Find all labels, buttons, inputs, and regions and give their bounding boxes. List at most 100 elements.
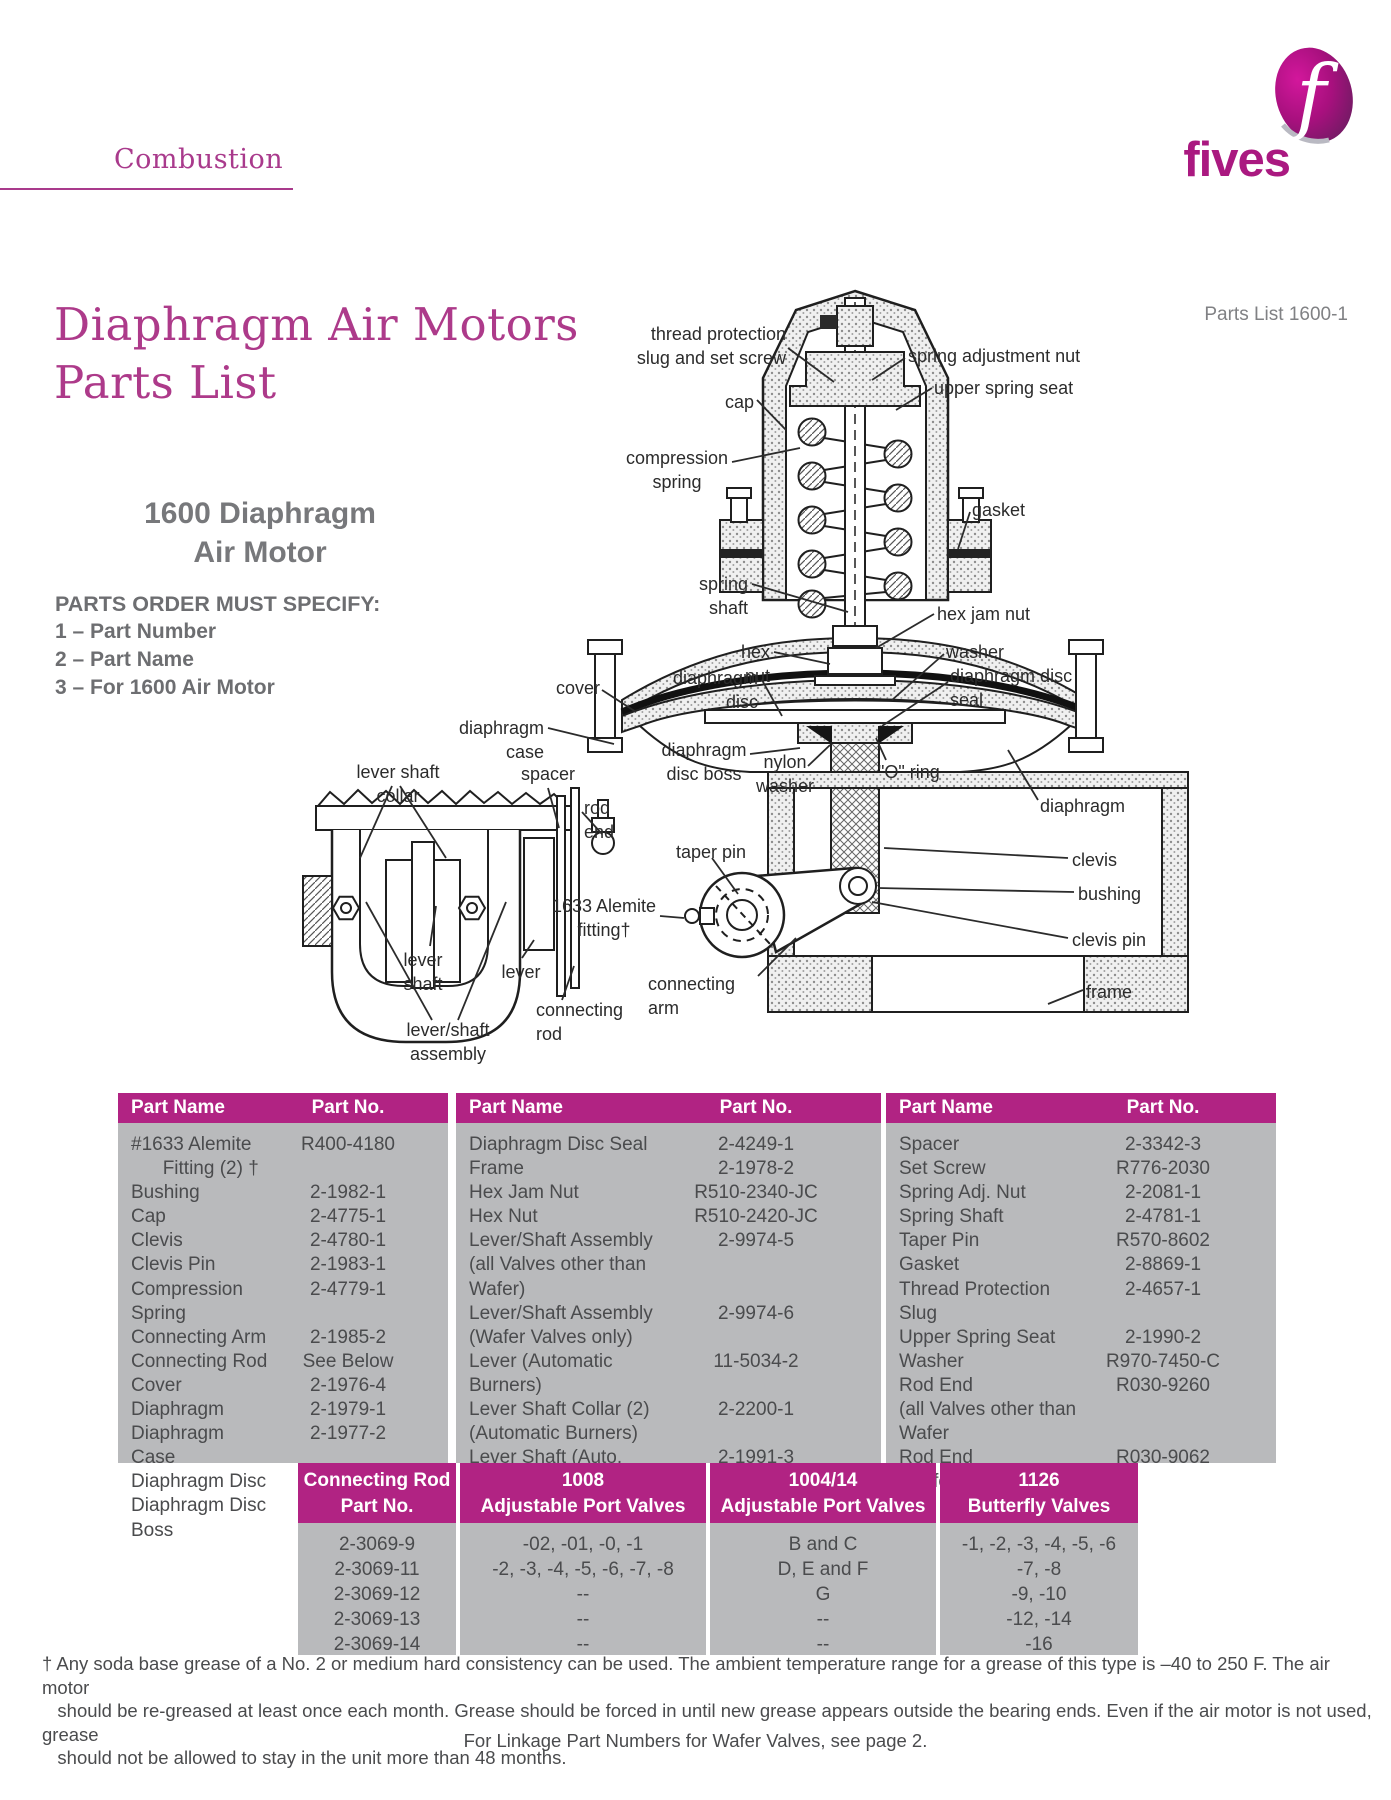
- diagram-label: thread protection slug and set screw: [636, 324, 786, 368]
- rod-table-header: 1004/14 Adjustable Port Valves: [710, 1463, 936, 1523]
- leader-line: [561, 965, 575, 1001]
- part-no-cell: 11-5034-2: [713, 1350, 799, 1372]
- table-row: Lever (Automatic Burners)11-5034-2: [456, 1350, 881, 1398]
- part-no-cell: 2-1982-1: [309, 1182, 387, 1204]
- col-part-no: Part No.: [311, 1097, 385, 1118]
- leader-line: [429, 905, 437, 947]
- table-row: Spring Shaft 2-4781-1: [886, 1205, 1276, 1229]
- part-name-cell: Set Screw: [899, 1158, 986, 1180]
- part-name-cell: Cap: [131, 1206, 166, 1228]
- part-no-cell: 2-4781-1: [1124, 1206, 1202, 1228]
- diagram-label: spacer: [520, 764, 576, 784]
- part-name-cell: Spring Shaft: [899, 1206, 1004, 1228]
- diagram-label: frame: [1086, 982, 1133, 1002]
- diagram-label: clevis: [1072, 850, 1118, 870]
- part-no-cell: 2-1978-2: [717, 1158, 795, 1180]
- rod-table-cells: 2-3069-9 2-3069-11 2-3069-12 2-3069-13 2…: [298, 1523, 456, 1655]
- part-no-cell: 2-2081-1: [1124, 1182, 1202, 1204]
- diagram-label: diaphragm case: [458, 718, 544, 762]
- diagram-label: bushing: [1078, 884, 1142, 904]
- part-no-cell: R400-4180: [300, 1134, 396, 1155]
- part-name-cell: Thread Protection Slug: [899, 1278, 1056, 1324]
- leader-line: [547, 727, 615, 745]
- leader-line: [756, 399, 787, 431]
- part-name-cell: (all Valves other than Wafer: [899, 1399, 1082, 1445]
- leader-line: [751, 583, 849, 613]
- diagram-label: lever/shaft assembly: [406, 1020, 490, 1064]
- diagram-label: hex jam nut: [937, 604, 1031, 624]
- part-name-cell: Diaphragm Disc Seal: [469, 1134, 648, 1155]
- leader-line: [957, 511, 971, 550]
- parts-list-reference: Parts List 1600-1: [1204, 304, 1348, 325]
- part-name-cell: Washer: [899, 1350, 964, 1372]
- part-name-cell: Fitting (2) †: [131, 1158, 259, 1180]
- leader-line: [871, 901, 1069, 939]
- part-name-cell: Bushing: [131, 1182, 200, 1204]
- diagram-label: diaphragm: [1040, 796, 1126, 816]
- part-no-cell: [671, 1422, 841, 1446]
- part-no-cell: 2-4657-1: [1124, 1278, 1202, 1300]
- diagram-label: taper pin: [676, 842, 747, 862]
- part-no-cell: 2-9974-5: [717, 1230, 795, 1252]
- diagram-label: diaphragm disc seal: [950, 666, 1073, 710]
- order-spec-item-1: 1 – Part Number: [55, 620, 217, 643]
- rod-table-header: 1126 Butterfly Valves: [940, 1463, 1138, 1523]
- diagram-label: nylon washer: [755, 752, 815, 796]
- leader-line: [1047, 989, 1084, 1005]
- part-no-cell: 2-4775-1: [309, 1206, 387, 1228]
- leader-line: [521, 939, 535, 959]
- leader-line: [581, 811, 603, 835]
- part-no-cell: 2-2200-1: [717, 1399, 795, 1421]
- part-no-cell: R510-2340-JC: [694, 1182, 818, 1204]
- rod-table-column-4: 1126 Butterfly Valves-1, -2, -3, -4, -5,…: [940, 1463, 1138, 1655]
- part-name-cell: Diaphragm Case: [131, 1423, 230, 1469]
- part-no-cell: 2-8869-1: [1124, 1254, 1202, 1276]
- part-name-cell: Clevis Pin: [131, 1254, 216, 1276]
- diagram-label: connecting rod: [536, 1000, 624, 1044]
- part-no-cell: R776-2030: [1115, 1158, 1211, 1180]
- leader-line: [1007, 749, 1039, 801]
- diagram-label: diaphragm disc: [672, 668, 758, 712]
- table-row: Fitting (2) †: [118, 1157, 448, 1181]
- table-row: Set Screw R776-2030: [886, 1157, 1276, 1181]
- part-no-cell: R570-8602: [1115, 1230, 1211, 1252]
- grease-footnote: † Any soda base grease of a No. 2 or med…: [42, 1653, 1372, 1768]
- diagram-label: hex nut: [740, 642, 770, 686]
- part-name-cell: Diaphragm: [131, 1399, 224, 1421]
- leader-lines: [359, 347, 1084, 1021]
- part-name-cell: Spacer: [899, 1134, 960, 1155]
- leader-line: [547, 787, 560, 829]
- model-subtitle: 1600 Diaphragm Air Motor: [144, 497, 376, 569]
- part-no-cell: [671, 1253, 841, 1301]
- table-row: (all Valves other than Wafer): [456, 1253, 881, 1301]
- diagram-label: rod end: [584, 798, 615, 842]
- diagram-label: lever shaft: [403, 950, 443, 994]
- col-part-name: Part Name: [131, 1097, 225, 1118]
- part-name-cell: Lever/Shaft Assembly: [469, 1230, 653, 1252]
- leader-line: [761, 679, 783, 717]
- order-spec-item-3: 3 – For 1600 Air Motor: [55, 676, 275, 699]
- page-title: Diaphragm Air Motors Parts List: [54, 298, 579, 409]
- order-spec-heading: PARTS ORDER MUST SPECIFY:: [55, 592, 381, 616]
- part-no-cell: 2-1979-1: [309, 1399, 387, 1421]
